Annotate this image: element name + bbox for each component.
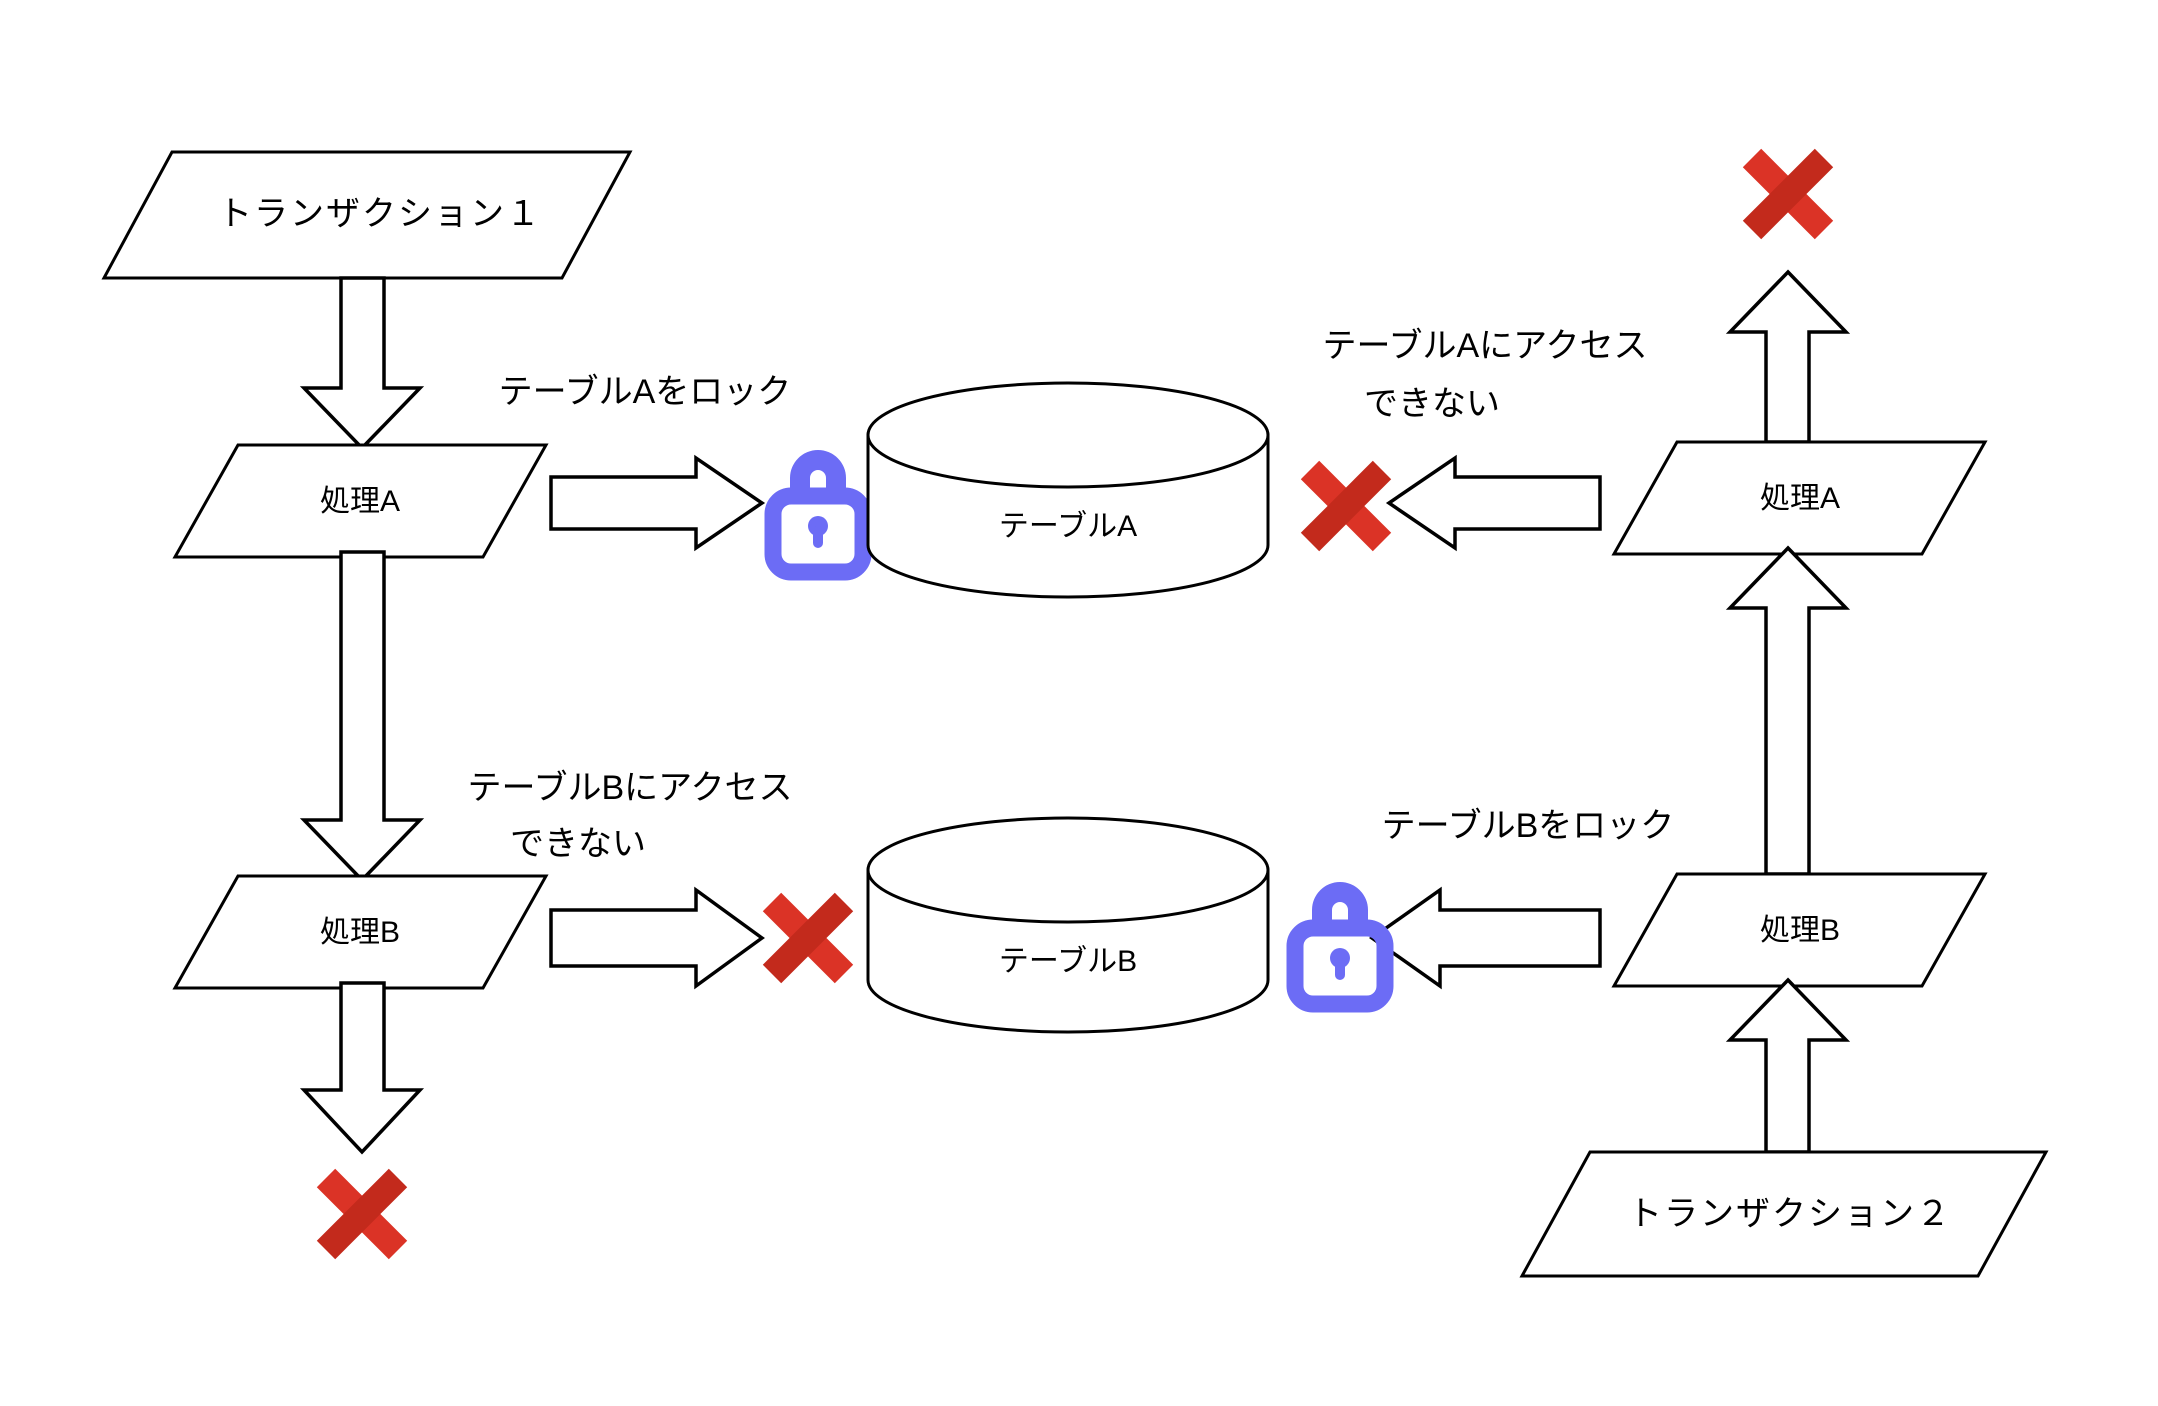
node-transaction-1[interactable]: トランザクション１ — [101, 150, 633, 280]
node-right-process-b[interactable]: 処理B — [1611, 872, 1988, 988]
up-arrow-shape — [1725, 269, 1851, 444]
arrow-right-process-b-to-lock-b — [1368, 886, 1602, 990]
left-process-b-shape — [172, 874, 549, 990]
transaction-1-shape — [101, 150, 633, 280]
node-table-a[interactable]: テーブルA — [866, 381, 1270, 599]
right-process-b-shape — [1611, 872, 1988, 988]
right-arrow-shape — [549, 454, 766, 552]
up-arrow-shape — [1725, 545, 1851, 876]
edge-label-cannot-access-table-b-line2: できない — [510, 825, 646, 863]
left-arrow-shape — [1368, 886, 1602, 990]
edge-label-cannot-access-table-a-line2: できない — [1364, 385, 1500, 423]
x-mark-table-b-blocked — [762, 892, 854, 984]
edge-label-cannot-access-table-a-line1: テーブルAにアクセス — [1323, 327, 1648, 365]
table-b-label: テーブルB — [999, 945, 1137, 978]
down-arrow-shape — [299, 276, 425, 451]
arrow-right-process-a-to-table-a — [1385, 454, 1602, 552]
down-arrow-shape — [299, 981, 425, 1155]
x-mark-table-a-blocked — [1300, 460, 1392, 552]
arrow-right-process-a-up — [1725, 269, 1851, 444]
arrow-right-process-b-to-a — [1725, 545, 1851, 876]
arrow-left-process-b-to-table-b — [549, 886, 765, 990]
arrow-transaction1-to-process-a — [299, 276, 425, 451]
edge-label-lock-table-a: テーブルAをロック — [499, 373, 792, 411]
arrow-left-process-a-to-lock-a — [549, 454, 766, 552]
node-left-process-b[interactable]: 処理B — [172, 874, 549, 990]
x-mark-left-bottom — [316, 1168, 408, 1260]
transaction-1-label: トランザクション１ — [218, 195, 542, 233]
lock-icon-table-b — [1286, 882, 1394, 1013]
arrow-left-process-b-down — [299, 981, 425, 1155]
node-transaction-2[interactable]: トランザクション２ — [1519, 1150, 2049, 1278]
right-process-a-shape — [1611, 440, 1988, 556]
up-arrow-shape — [1725, 977, 1851, 1154]
node-right-process-a[interactable]: 処理A — [1611, 440, 1988, 556]
edge-label-cannot-access-table-b-line1: テーブルBにアクセス — [468, 769, 793, 807]
node-table-b[interactable]: テーブルB — [866, 816, 1270, 1034]
right-process-a-label: 処理A — [1760, 482, 1840, 515]
left-arrow-shape — [1385, 454, 1602, 552]
right-process-b-label: 処理B — [1760, 914, 1840, 947]
lock-icon-table-a — [764, 450, 872, 581]
edge-label-lock-table-b: テーブルBをロック — [1382, 807, 1675, 845]
arrow-left-process-a-to-b — [299, 550, 425, 883]
transaction-2-shape — [1519, 1150, 2049, 1278]
table-a-label: テーブルA — [999, 510, 1137, 543]
left-process-b-label: 処理B — [320, 916, 400, 949]
left-process-a-label: 処理A — [320, 485, 400, 518]
left-process-a-shape — [172, 443, 549, 559]
node-left-process-a[interactable]: 処理A — [172, 443, 549, 559]
right-arrow-shape — [549, 886, 765, 990]
x-mark-right-top — [1742, 148, 1834, 240]
transaction-2-label: トランザクション２ — [1628, 1195, 1952, 1233]
arrow-transaction2-to-process-b — [1725, 977, 1851, 1154]
down-arrow-shape — [299, 550, 425, 883]
